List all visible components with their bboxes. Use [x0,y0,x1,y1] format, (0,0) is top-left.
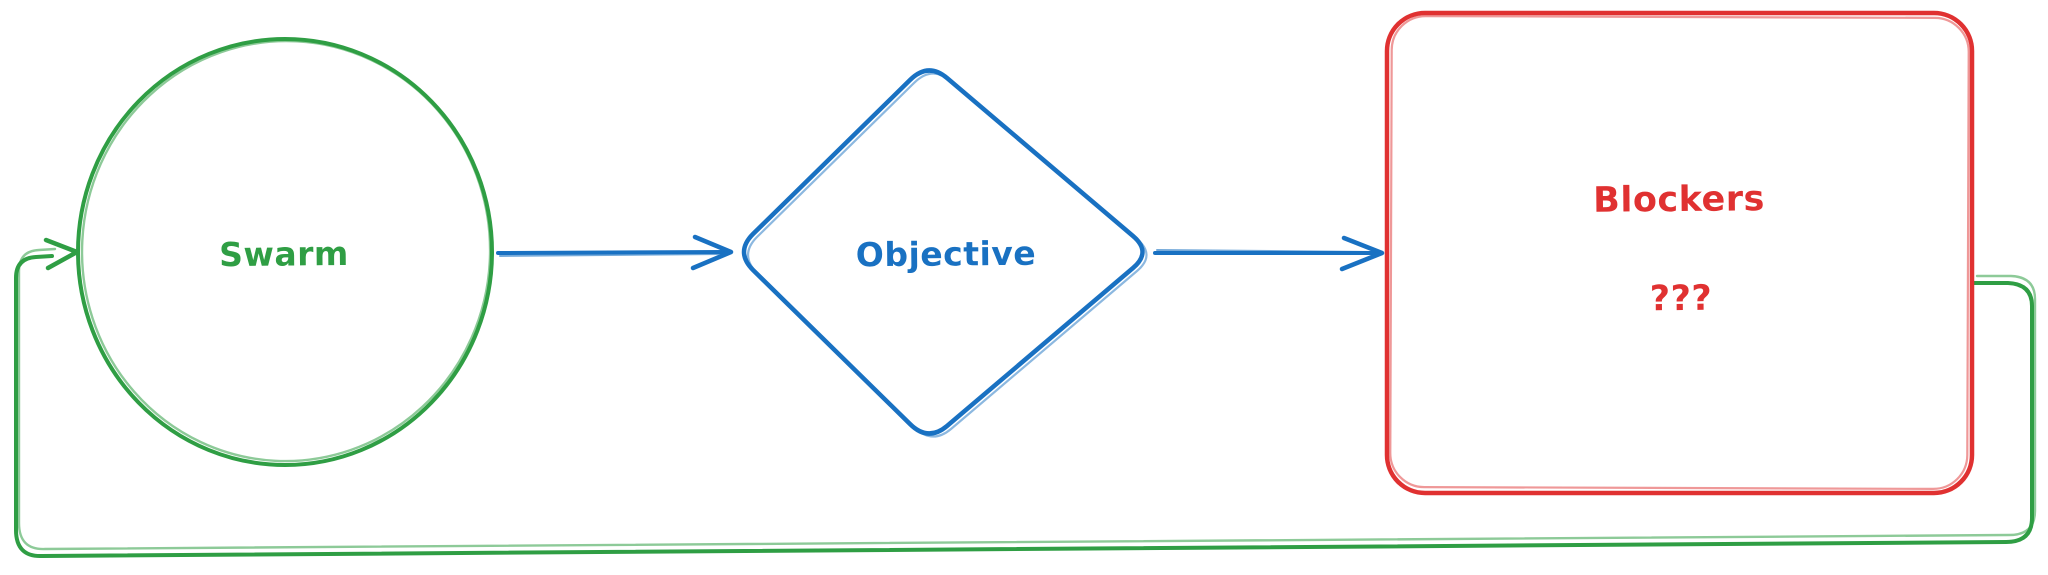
swarm-circle-sketch-overlay [80,39,492,463]
edge-swarm-to-objective[interactable] [496,234,734,271]
objective-diamond-sketch-overlay [746,72,1148,438]
edge-objective-to-blockers[interactable] [1153,235,1385,272]
blockers-question-marks: ??? [1649,278,1713,320]
swarm-label: Swarm [218,233,350,275]
objective-diamond [741,68,1145,436]
blockers-rect [1384,10,1975,496]
arrowhead-into-objective [690,234,734,271]
node-swarm[interactable] [71,31,500,472]
arrowhead-into-blockers [1339,235,1385,272]
edge-blockers-to-swarm[interactable] [14,237,2037,559]
swarm-circle [76,37,494,467]
node-objective[interactable] [741,68,1148,438]
blockers-rect-sketch-overlay [1389,15,1970,490]
blockers-label: Blockers [1593,179,1765,221]
arrowhead-into-swarm [43,237,80,271]
objective-label: Objective [855,233,1037,275]
node-blockers[interactable] [1384,10,1975,496]
